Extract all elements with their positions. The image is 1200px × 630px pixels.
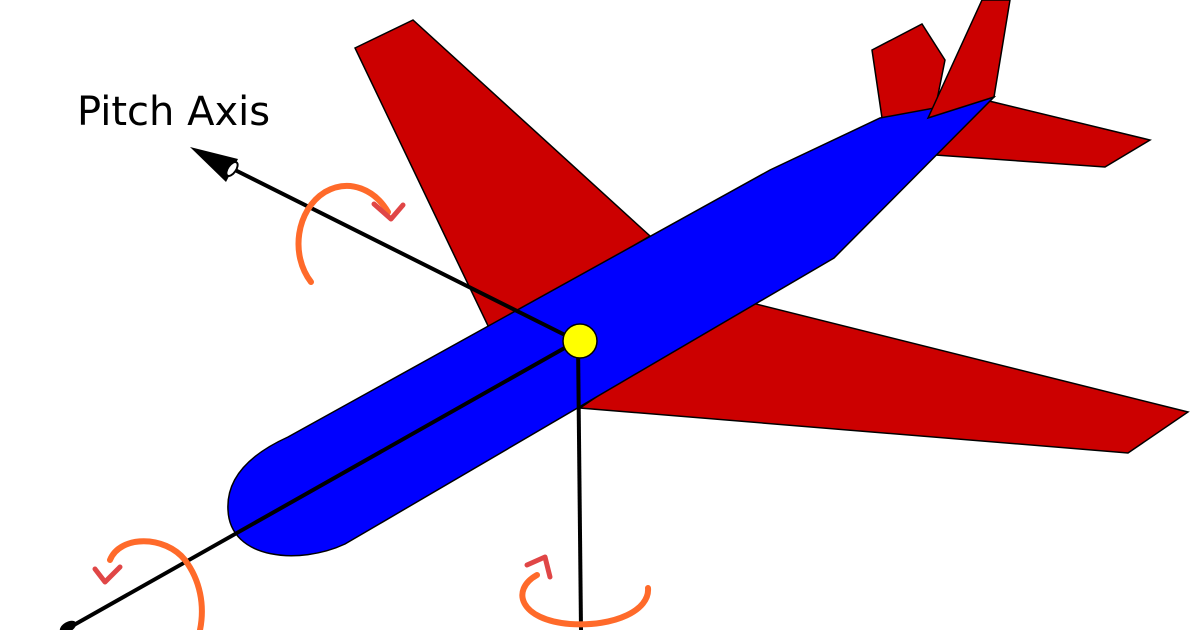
pitch-rotation-arc: [295, 182, 391, 285]
vertical-stabilizer-rear: [871, 23, 946, 119]
roll-rotation-arc: [107, 538, 205, 630]
pitch-axis-end-cap: [225, 161, 239, 177]
fuselage: [227, 95, 997, 557]
yaw-rotation-arc: [519, 572, 652, 628]
roll-axis-line: [64, 339, 578, 630]
pitch-axis-line: [234, 168, 578, 343]
rotation-arrow-icon: [295, 182, 406, 285]
roll-axis-end-cap: [59, 620, 77, 630]
pitch-rotation-arrowhead: [371, 201, 406, 222]
yaw-axis-line: [576, 340, 583, 630]
roll-rotation-arrowhead: [92, 564, 123, 585]
vertical-stabilizer: [926, 0, 1011, 120]
center-of-gravity: [562, 323, 598, 359]
rotation-arrow-icon: [92, 538, 205, 630]
rotation-arrow-icon: [519, 554, 652, 628]
yaw-rotation-arrowhead: [524, 554, 553, 580]
pitch-axis-label: Pitch Axis: [77, 89, 270, 135]
